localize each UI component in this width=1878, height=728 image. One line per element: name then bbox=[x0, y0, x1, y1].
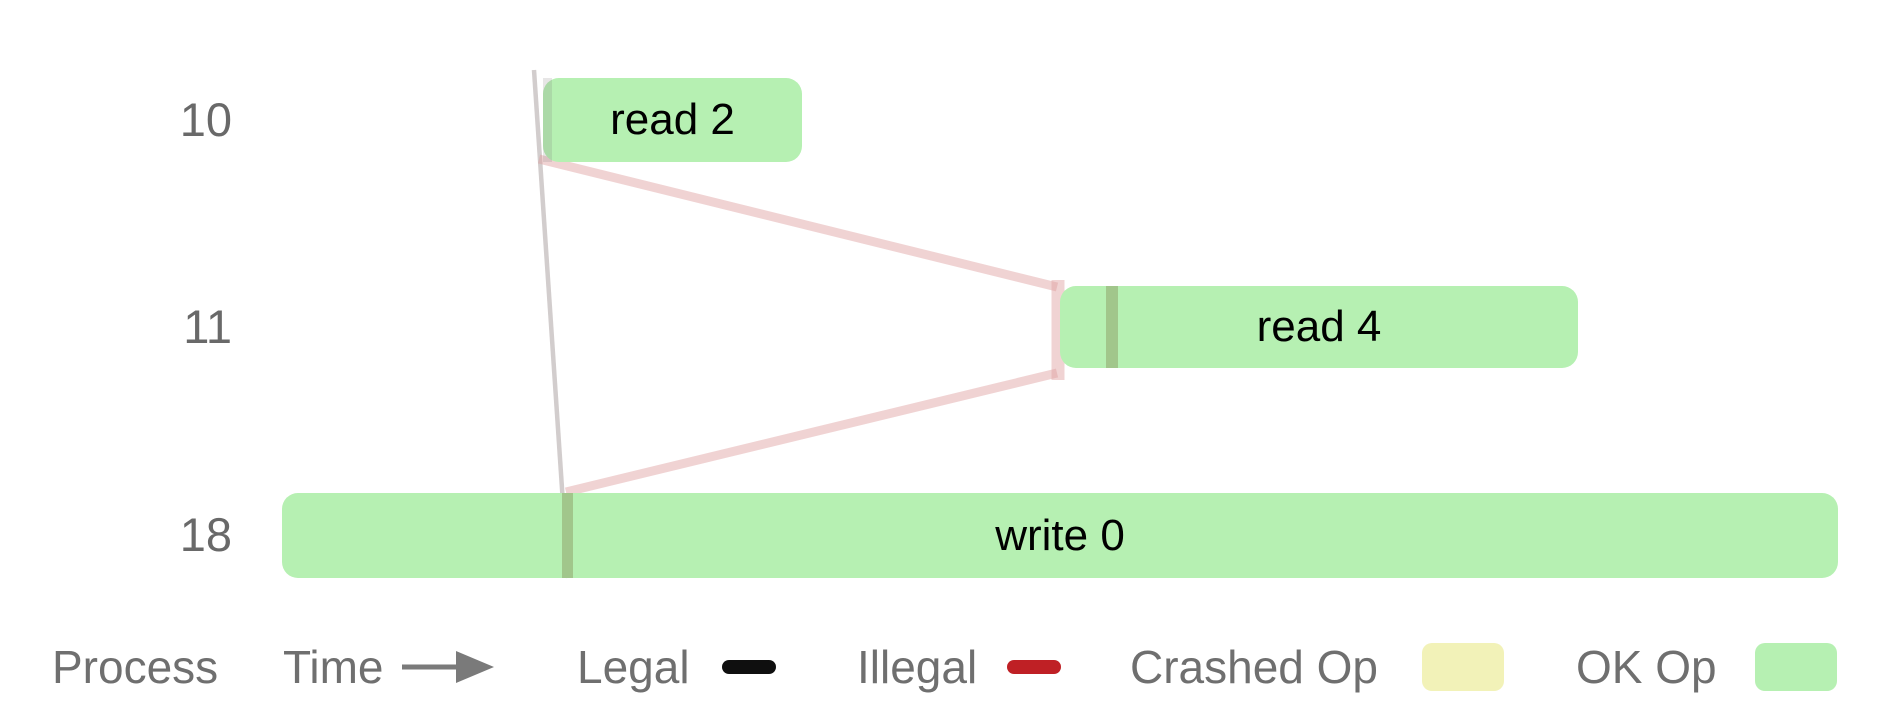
legend-illegal-label: Illegal bbox=[857, 641, 978, 693]
process-label-11: 11 bbox=[183, 300, 232, 353]
illegal-link-line-bottom bbox=[564, 368, 1059, 497]
legend-time-label: Time bbox=[283, 641, 384, 693]
illegal-link-line-top bbox=[537, 154, 1059, 292]
invocation-tick-read-4 bbox=[1106, 286, 1118, 368]
legend-process-label: Process bbox=[52, 641, 219, 693]
crashed-op-swatch-icon bbox=[1422, 643, 1504, 691]
op-label: read 4 bbox=[1256, 302, 1382, 351]
process-label-18: 18 bbox=[179, 508, 232, 561]
legend-legal-label: Legal bbox=[577, 641, 690, 693]
process-label-10: 10 bbox=[179, 93, 232, 146]
ok-op-swatch-icon bbox=[1755, 643, 1837, 691]
legend-crashed-op-label: Crashed Op bbox=[1130, 641, 1379, 693]
op-box-read-4: read 4 bbox=[1060, 286, 1578, 368]
op-label: read 2 bbox=[610, 95, 735, 144]
op-box-read-2: read 2 bbox=[543, 78, 802, 162]
legal-dash-icon bbox=[722, 660, 776, 674]
op-box-write-0: write 0 bbox=[282, 493, 1838, 578]
invocation-tick-write-0 bbox=[562, 493, 573, 578]
legend-ok-op-label: OK Op bbox=[1576, 641, 1717, 693]
op-label: write 0 bbox=[995, 510, 1125, 560]
illegal-dash-icon bbox=[1007, 660, 1061, 674]
invocation-tick-read-2 bbox=[543, 78, 552, 162]
time-arrow-icon bbox=[402, 651, 494, 683]
